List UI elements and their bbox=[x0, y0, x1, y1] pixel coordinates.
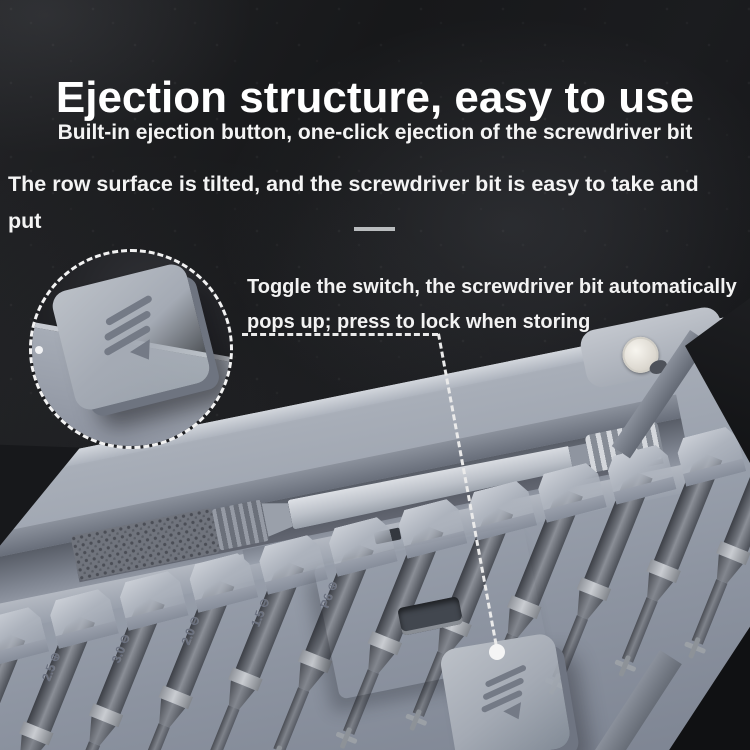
divider-dash bbox=[354, 227, 395, 231]
callout-line-2: pops up; press to lock when storing bbox=[247, 311, 591, 333]
sparkle-highlight bbox=[35, 346, 43, 354]
subtitle: Built-in ejection button, one-click ejec… bbox=[57, 121, 693, 144]
block-slot-hole bbox=[397, 596, 464, 636]
callout-text: Toggle the switch, the screwdriver bit a… bbox=[247, 270, 747, 340]
description: The row surface is tilted, and the screw… bbox=[8, 166, 750, 240]
callout-line-1: Toggle the switch, the screwdriver bit a… bbox=[247, 276, 737, 298]
eject-icon bbox=[86, 294, 176, 381]
magnifier-inset bbox=[29, 249, 233, 449]
callout-connector-horizontal bbox=[242, 333, 438, 336]
eject-icon bbox=[469, 664, 541, 733]
ejection-button[interactable] bbox=[438, 631, 573, 750]
description-line-1: The row surface is tilted, and the screw… bbox=[8, 172, 699, 196]
description-line-2: put bbox=[8, 209, 42, 233]
page-title: Ejection structure, easy to use bbox=[55, 73, 695, 123]
callout-endpoint-dot bbox=[489, 644, 505, 660]
